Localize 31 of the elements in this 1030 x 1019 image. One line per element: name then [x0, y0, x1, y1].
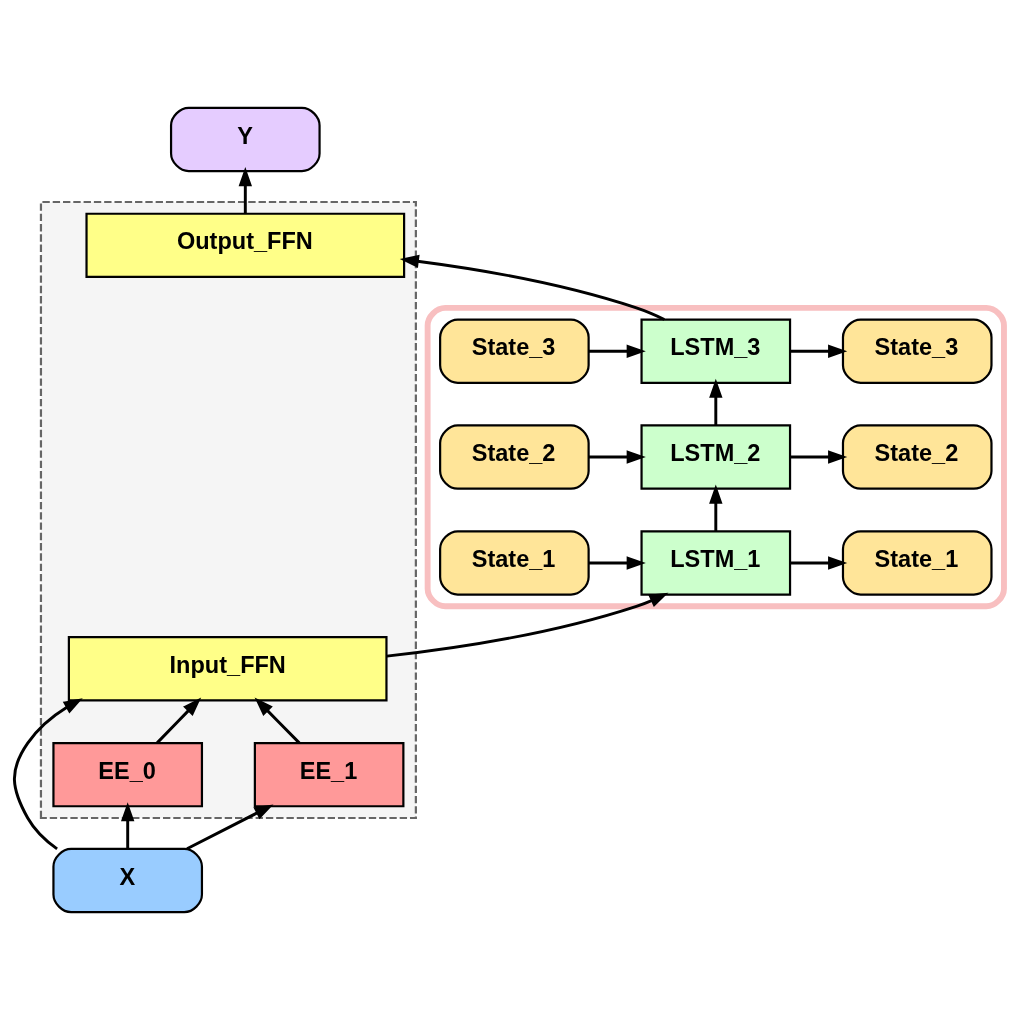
arrow — [386, 592, 669, 658]
node-box: Output_FFN — [85, 212, 406, 278]
arrow — [156, 697, 202, 744]
node-box: State_1 — [439, 529, 590, 596]
arrow — [709, 378, 723, 425]
node-box: Input_FFN — [67, 635, 388, 701]
node-box: EE_1 — [253, 741, 405, 807]
arrow — [790, 555, 848, 570]
node-box: State_2 — [841, 423, 993, 490]
arrow — [790, 344, 848, 358]
arrow — [186, 804, 274, 850]
arrow — [238, 166, 253, 214]
arrow — [254, 697, 301, 744]
node-box: EE_0 — [52, 741, 204, 807]
node-box: Y — [169, 106, 321, 172]
node-box: LSTM_2 — [640, 423, 792, 490]
arrow — [13, 697, 83, 850]
node-box: LSTM_3 — [640, 318, 792, 384]
node-box: State_3 — [439, 318, 590, 384]
node-box: State_2 — [439, 423, 590, 490]
arrow — [709, 484, 723, 531]
node-box: State_3 — [841, 318, 993, 384]
arrow — [588, 555, 646, 570]
arrow — [790, 449, 848, 464]
arrow — [399, 254, 665, 321]
node-box: State_1 — [841, 529, 993, 596]
arrow — [588, 449, 646, 464]
node-box: X — [52, 847, 204, 913]
arrow — [121, 801, 135, 849]
node-box: LSTM_1 — [640, 529, 792, 596]
arrow — [588, 344, 646, 358]
